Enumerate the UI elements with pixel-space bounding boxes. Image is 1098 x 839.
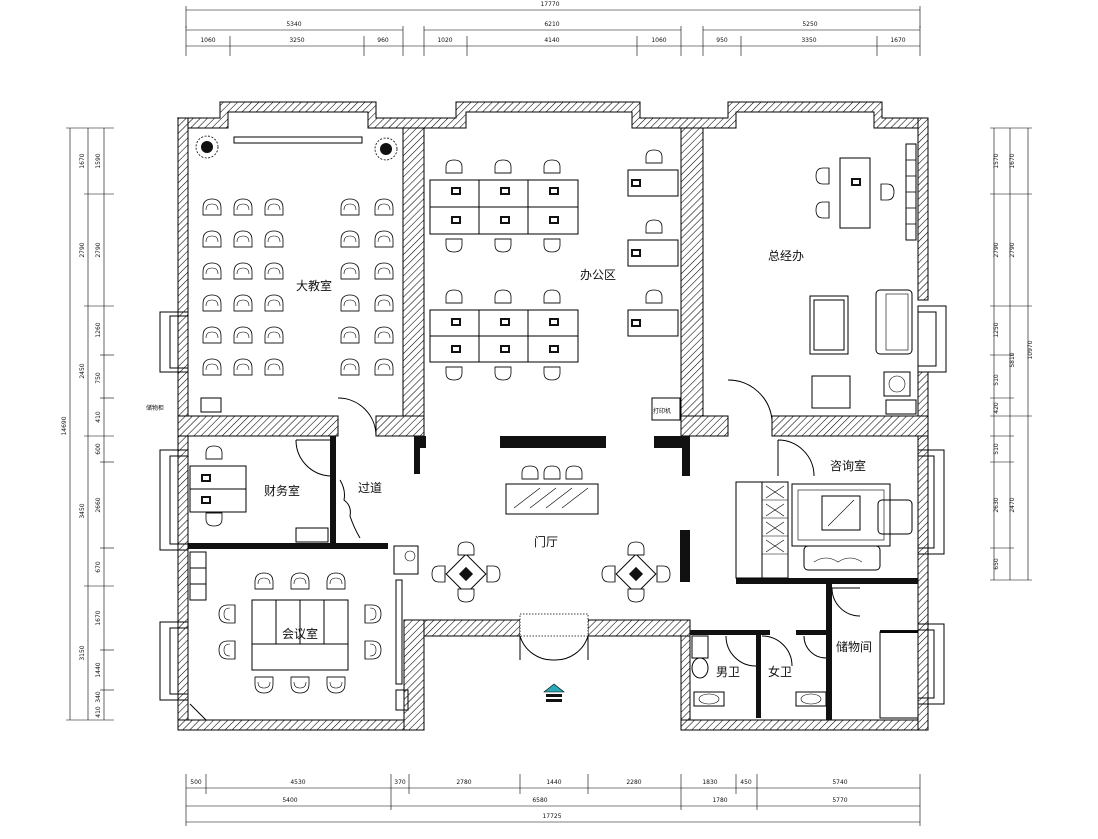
office-area-room: 打印机 办公区: [429, 149, 681, 421]
dim-left-inner-4: 750: [95, 372, 102, 384]
room-label-storage: 储物间: [836, 639, 872, 654]
dim-top-sub-9: 1670: [890, 37, 905, 44]
dim-right-inner-8: 650: [993, 558, 1000, 570]
dim-top-sub-2: 3250: [289, 37, 304, 44]
dim-left-inner-10: 1440: [95, 662, 102, 677]
dim-left-outer-3: 2450: [79, 363, 86, 378]
lobby-area: 门厅: [431, 465, 671, 702]
classroom-room: 储物柜 大教室: [146, 135, 398, 437]
dim-left-outer-5: 3150: [79, 645, 86, 660]
round-table-left: [431, 541, 501, 603]
dim-bottom-row2-3: 1780: [712, 797, 727, 804]
room-label-womens-wc: 女卫: [768, 664, 792, 679]
dim-bottom-5: 1440: [546, 779, 561, 786]
room-label-finance: 财务室: [264, 483, 300, 498]
dim-top-sub-7: 950: [716, 37, 728, 44]
dim-bottom-total: 17725: [542, 813, 561, 820]
left-dimension-lines: 14690 1670 2790 2450 3450 3150 1590 2790…: [61, 127, 114, 721]
dim-top-seg2: 6210: [544, 21, 559, 28]
dim-top-sub-4: 1020: [437, 37, 452, 44]
dim-right-total: 10970: [1027, 340, 1034, 359]
entrance-arrow-icon: [543, 683, 565, 702]
dim-left-inner-11: 340: [95, 691, 102, 703]
dim-top-sub-8: 3350: [801, 37, 816, 44]
dim-right-inner-2: 2790: [993, 242, 1000, 257]
dim-left-inner-12: 410: [95, 706, 102, 718]
dim-right-inner-3: 1250: [993, 322, 1000, 337]
dim-bottom-3: 370: [394, 779, 406, 786]
dim-left-outer-4: 3450: [79, 503, 86, 518]
dim-right-inner-1: 1570: [993, 153, 1000, 168]
dim-bottom-1: 500: [190, 779, 202, 786]
dim-right-inner-6: 510: [993, 443, 1000, 455]
dim-top-sub-1: 1060: [200, 37, 215, 44]
toilet-icon: [691, 635, 709, 679]
dim-left-inner-7: 2660: [95, 497, 102, 512]
dim-left-inner-8: 670: [95, 561, 102, 573]
dim-left-inner-3: 1260: [95, 322, 102, 337]
room-label-mens-wc: 男卫: [716, 665, 740, 679]
label-printer: 打印机: [653, 407, 671, 415]
plant-icon: [374, 137, 398, 161]
dim-right-inner-7: 2630: [993, 497, 1000, 512]
room-label-corridor: 过道: [358, 481, 382, 495]
restrooms: 男卫 女卫: [691, 635, 827, 707]
dim-top-seg3: 5250: [802, 21, 817, 28]
dim-top-sub-3: 960: [377, 37, 389, 44]
dim-bottom-9: 5740: [832, 779, 847, 786]
dim-bottom-2: 4530: [290, 779, 305, 786]
right-dimension-lines: 1570 2790 1250 510 420 510 2630 650 1670…: [990, 127, 1034, 581]
desk-cluster-top: [429, 159, 579, 253]
corridor-area: 过道: [339, 479, 382, 539]
dim-bottom-6: 2280: [626, 779, 641, 786]
desk-cluster-bottom: [429, 289, 579, 381]
dim-bottom-4: 2780: [456, 779, 471, 786]
round-table-right: [601, 541, 671, 603]
walls: [176, 101, 929, 731]
dim-left-inner-1: 1590: [95, 153, 102, 168]
meeting-room: 会议室: [189, 545, 419, 721]
sofa-icon: [875, 289, 913, 355]
dim-left-inner-2: 2790: [95, 242, 102, 257]
dim-right-outer-1: 1670: [1009, 153, 1016, 168]
plant-icon: [195, 135, 219, 159]
dim-right-inner-4: 510: [993, 374, 1000, 386]
side-desks: [627, 149, 679, 337]
room-label-office-area: 办公区: [580, 267, 616, 282]
dim-top-sub-5: 4140: [544, 37, 559, 44]
finance-room: 财务室: [189, 439, 331, 543]
gm-office-room: 总经办: [727, 143, 917, 436]
room-label-consult: 咨询室: [830, 458, 866, 473]
dim-top-seg1: 5340: [286, 21, 301, 28]
room-label-lobby: 门厅: [534, 534, 558, 549]
dim-right-outer-3: 5810: [1009, 352, 1016, 367]
dim-bottom-row2-1: 5400: [282, 797, 297, 804]
dim-top-sub-6: 1060: [651, 37, 666, 44]
bottom-dimension-lines: 500 4530 370 2780 1440 2280 1830 450 574…: [185, 774, 921, 826]
dim-right-inner-5: 420: [993, 402, 1000, 414]
dim-right-outer-2: 2790: [1009, 242, 1016, 257]
room-label-meeting: 会议室: [282, 626, 318, 641]
dim-bottom-row2-4: 5770: [832, 797, 847, 804]
dim-left-inner-9: 1670: [95, 610, 102, 625]
dim-left-outer-1: 1670: [79, 153, 86, 168]
dim-bottom-7: 1830: [702, 779, 717, 786]
dim-left-inner-6: 600: [95, 443, 102, 455]
room-label-gm-office: 总经办: [768, 248, 804, 263]
dim-top-total: 17770: [540, 1, 559, 8]
label-cabinet: 储物柜: [146, 404, 164, 412]
dim-bottom-row2-2: 6580: [532, 797, 547, 804]
dim-left-total: 14690: [61, 416, 68, 435]
room-label-classroom: 大教室: [296, 278, 332, 293]
dim-right-inner2-1: 2470: [1009, 497, 1016, 512]
storage-room: 储物间: [831, 587, 919, 719]
consult-room: 咨询室: [735, 439, 913, 579]
dim-bottom-8: 450: [740, 779, 752, 786]
dim-left-outer-2: 2790: [79, 242, 86, 257]
top-dimension-lines: 17770 5340 6210 5250 1060 3250 960 1020 …: [185, 1, 921, 56]
dim-left-inner-5: 410: [95, 411, 102, 423]
